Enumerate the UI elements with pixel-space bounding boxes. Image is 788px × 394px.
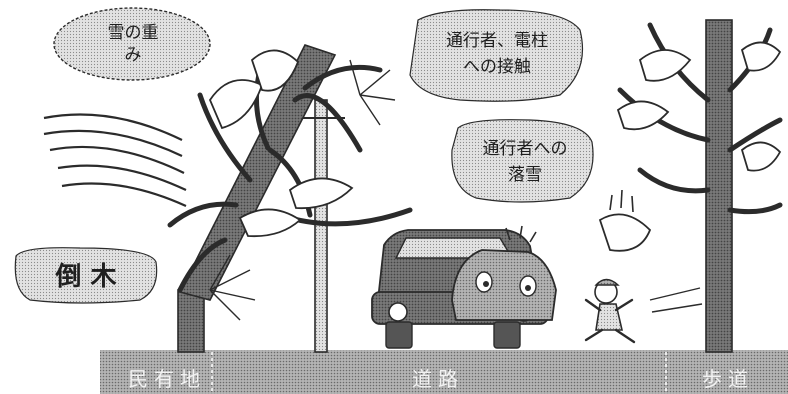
bubble-fallen-tree [14, 247, 158, 304]
label-snow-weight: 雪の重 み [107, 23, 159, 65]
label-fallen-tree: 倒 木 [55, 262, 117, 292]
pole-contact-burst [349, 59, 396, 126]
sidewalk-tree [598, 19, 783, 353]
bubble-falling-snow [451, 119, 594, 203]
pedestrian-child [584, 278, 703, 344]
falling-snow-clump [598, 213, 652, 252]
ground-strip [100, 350, 788, 394]
bubble-snow-weight [53, 7, 211, 81]
fallen-tree [167, 44, 413, 353]
label-pedestrian-pole-contact: 通行者、電柱 への接触 [446, 31, 548, 77]
break-burst [209, 254, 256, 321]
ground-label-road: 道路 [412, 367, 464, 391]
ground-label-private-land: 民有地 [128, 367, 206, 391]
cartoon-car [451, 225, 557, 321]
label-falling-snow-on-pedestrian: 通行者への 落雪 [482, 139, 568, 185]
wind-lines [43, 113, 187, 208]
bubble-pole-contact [409, 9, 584, 102]
ground-label-sidewalk: 歩道 [702, 367, 754, 391]
